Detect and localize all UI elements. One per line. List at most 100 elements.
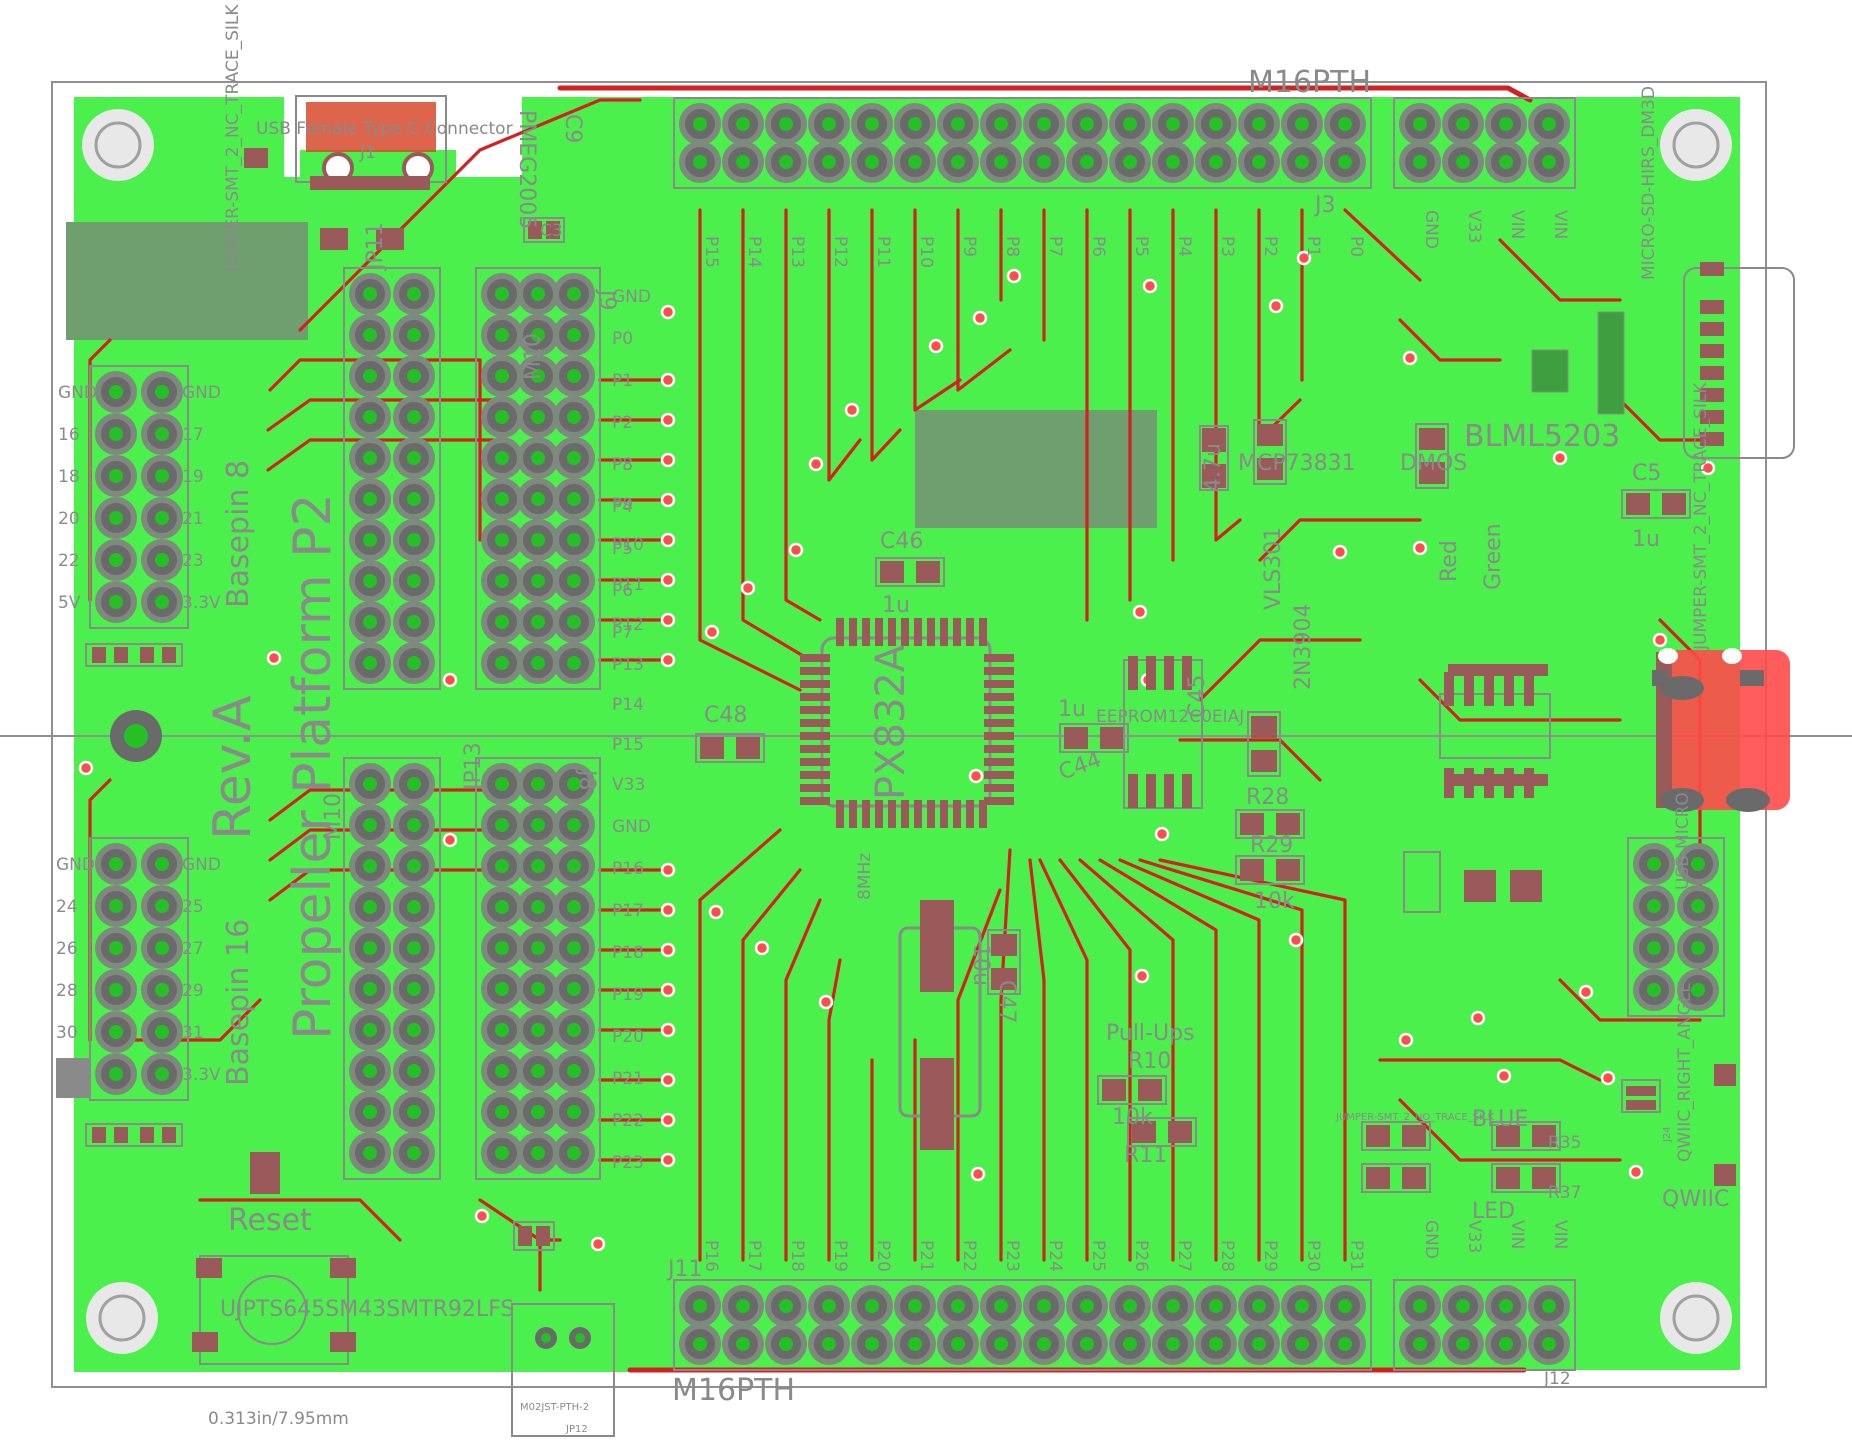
left-lower-pin: [141, 969, 183, 1011]
label-u1: PX832A: [868, 644, 914, 800]
jp11-pin: [481, 437, 523, 479]
vias: [78, 250, 1716, 1252]
pin-label-jp12: V33: [1464, 1220, 1484, 1253]
label-c44-val: 1u: [1058, 697, 1086, 722]
pin-label-jp3: V33: [1464, 210, 1484, 243]
m16-top-pin: [1109, 141, 1151, 183]
label-mcp: MCP73831: [1238, 451, 1356, 476]
chip-pin-left: [800, 771, 830, 779]
left-lower-pin: [95, 843, 137, 885]
label-j1: J1: [359, 143, 376, 163]
m10-lower-pin: [393, 1050, 435, 1092]
m10-upper-pin: [393, 396, 435, 438]
pin-label-left-upper: 18: [58, 467, 80, 487]
m16-top-pin: [894, 141, 936, 183]
label-r28: R28: [1246, 785, 1289, 810]
qwiic-side-pin: [1633, 885, 1675, 927]
m16-bottom-pin: [1324, 1285, 1366, 1327]
left-upper-pin: [95, 413, 137, 455]
m16-bottom-pin: [1195, 1285, 1237, 1327]
jp3-pin: [1442, 103, 1484, 145]
label-j3: J3: [1313, 193, 1336, 218]
chip-pin-right: [984, 667, 1014, 675]
jp13-pin: [481, 763, 523, 805]
pin-label-bottom: P26: [1131, 1240, 1151, 1272]
m16-bottom-pin: [937, 1285, 979, 1327]
jp11-pin: [481, 601, 523, 643]
jp11-pin: [517, 519, 559, 561]
jp13-pin: [553, 968, 595, 1010]
pin-label-j8: GND: [612, 817, 651, 837]
left-upper-pin: [95, 539, 137, 581]
header-left-upper: [89, 365, 189, 629]
label-j24: J24: [1662, 1126, 1673, 1143]
jp3-pin: [1528, 103, 1570, 145]
pin-label-top: P7: [1045, 236, 1065, 257]
m10-lower-pin: [349, 968, 391, 1010]
pin-label-bottom: P29: [1260, 1240, 1280, 1272]
left-upper-pin: [141, 413, 183, 455]
pin-label-left-lower-r: 29: [182, 981, 204, 1001]
pin-label-j9: P2: [612, 413, 633, 433]
jp11-pin: [481, 519, 523, 561]
pin-label-bottom: P30: [1303, 1240, 1323, 1272]
pin-label-left-upper-r: 17: [182, 425, 204, 445]
m16-bottom-pin: [980, 1323, 1022, 1365]
pin-label-jp3: GND: [1421, 210, 1441, 249]
pin-label-top: P13: [787, 236, 807, 268]
mounting-hole-mid: [110, 710, 162, 762]
label-dmos: DMOS: [1400, 451, 1467, 476]
label-jumper-top: JUMPER-SMT_2_NO_TRACE_SILK: [1335, 1112, 1495, 1123]
jp11-pin: [481, 355, 523, 397]
jp13-pin: [553, 845, 595, 887]
chip-pin-bottom: [862, 800, 870, 828]
jp13-pin: [517, 1009, 559, 1051]
m16-bottom-pin: [894, 1285, 936, 1327]
label-basepin-8: Basepin 8: [221, 460, 256, 608]
m16-bottom-pin: [722, 1285, 764, 1327]
pin-label-left-upper-r: 3.3V: [182, 593, 221, 613]
jp3-pin: [1442, 141, 1484, 183]
pin-label-j9-num: P14: [612, 695, 644, 715]
m10-lower-pin: [393, 1132, 435, 1174]
m10-lower-pin: [393, 804, 435, 846]
m16-bottom-pin: [1281, 1285, 1323, 1327]
smd-components: [56, 217, 1795, 1437]
chip-pin-top: [901, 618, 909, 646]
left-lower-pin: [95, 927, 137, 969]
jp13-pin: [553, 886, 595, 928]
jp11-pin: [481, 560, 523, 602]
pin-label-left-lower-r: 31: [182, 1023, 204, 1043]
pin-label-top: P2: [1260, 236, 1280, 257]
chip-pin-left: [800, 719, 830, 727]
jp13-pin: [553, 1050, 595, 1092]
jp11-pin: [553, 437, 595, 479]
jp13-pin: [517, 886, 559, 928]
chip-pin-bottom: [888, 800, 896, 828]
chip-pin-top: [836, 618, 844, 646]
jp13-pin: [553, 1091, 595, 1133]
header-m16-bottom: [673, 1279, 1372, 1371]
m16-top-pin: [1066, 141, 1108, 183]
m16-top-pin: [1152, 141, 1194, 183]
usb-c-connector: [244, 95, 447, 250]
left-lower-pin: [141, 1011, 183, 1053]
jp11-pin: [517, 642, 559, 684]
chip-pin-bottom: [914, 800, 922, 828]
pin-label-left-lower-r: 3.3V: [182, 1065, 221, 1085]
left-upper-pin: [95, 581, 137, 623]
header-m10-lower: [343, 757, 601, 1180]
jp11-pin: [553, 519, 595, 561]
jp3-pin: [1399, 141, 1441, 183]
label-r35: R35: [1548, 1133, 1581, 1153]
label-j12: J12: [1543, 1369, 1571, 1389]
label-pmeg: PMEG2005: [514, 110, 539, 229]
label-usb-c: USB Female Type C Connector: [256, 119, 513, 139]
m16-top-pin: [1066, 103, 1108, 145]
label-j9: J9: [594, 288, 619, 311]
m10-lower-pin: [393, 968, 435, 1010]
pin-label-bottom: P20: [873, 1240, 893, 1272]
pin-label-bottom: P19: [830, 1240, 850, 1272]
